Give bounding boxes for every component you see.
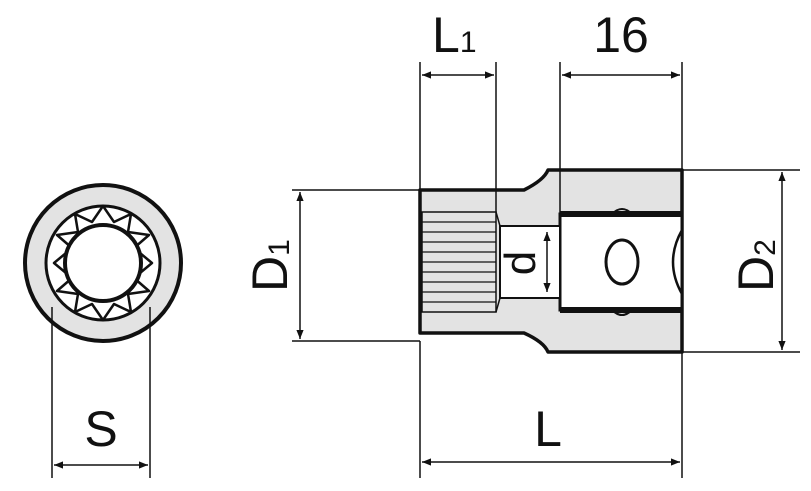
- end-view: [23, 183, 183, 343]
- dimension-16: 16: [559, 7, 683, 214]
- dimension-l-label: L: [534, 401, 562, 457]
- dimension-l: L: [419, 341, 683, 478]
- dimension-d2-label: D: [728, 256, 784, 292]
- dimension-d1-subscript: 1: [263, 239, 296, 256]
- dimension-l1-label: L: [432, 7, 460, 63]
- dimension-d2-subscript: 2: [749, 239, 782, 256]
- dimension-d1-label: D: [242, 256, 298, 292]
- side-view: [418, 168, 684, 354]
- dimension-16-label: 16: [593, 7, 649, 63]
- svg-text:D1: D1: [242, 239, 298, 292]
- dimension-d-label: d: [496, 251, 545, 275]
- svg-text:L1: L1: [432, 7, 477, 63]
- dimension-s: S: [51, 307, 151, 478]
- dimension-l1: L1: [419, 7, 497, 212]
- dimension-d: d: [496, 232, 551, 292]
- dimension-l1-subscript: 1: [460, 26, 477, 59]
- dimension-d2: D2: [682, 169, 800, 353]
- end-view-inner-bore: [63, 223, 143, 303]
- dimension-d1: D1: [242, 189, 420, 342]
- dimension-s-label: S: [84, 401, 117, 457]
- detent-hole: [604, 238, 640, 286]
- svg-text:D2: D2: [728, 239, 784, 292]
